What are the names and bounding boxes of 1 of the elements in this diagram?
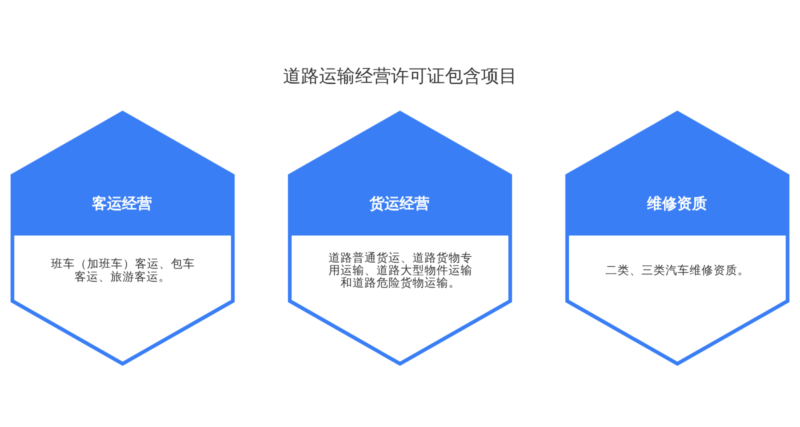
- diagram-title: 道路运输经营许可证包含项目: [283, 66, 517, 87]
